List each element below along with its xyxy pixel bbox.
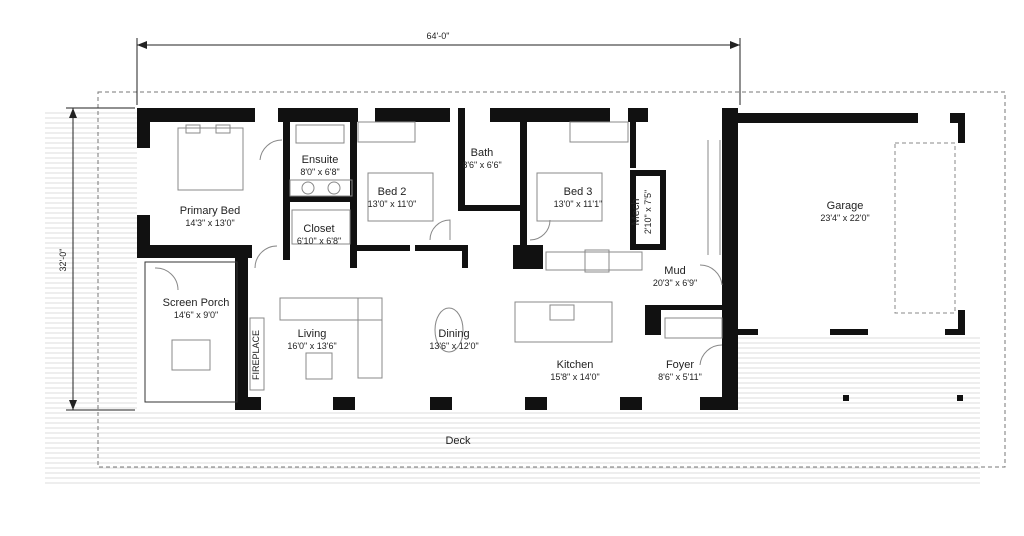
room-name: Mech: [630, 199, 642, 226]
room-name: Ensuite: [302, 154, 339, 166]
fireplace-label: FIREPLACE: [251, 330, 261, 380]
room-size: 8'0" x 6'8": [300, 167, 339, 177]
room-size: 14'6" x 9'0": [174, 310, 218, 320]
depth-dimension-label: 32'-0": [58, 249, 68, 272]
width-dimension-label: 64'-0": [427, 31, 450, 41]
room-size: 8'6" x 5'11": [658, 372, 702, 382]
room-name: Living: [298, 328, 327, 340]
room-name: Closet: [303, 223, 334, 235]
room-size: 20'3" x 6'9": [653, 278, 697, 288]
room-name: Foyer: [666, 359, 694, 371]
depth-dimension: 32'-0": [58, 107, 135, 411]
room-name: Garage: [827, 200, 864, 212]
room-size: 15'8" x 14'0": [550, 372, 599, 382]
room-size: 13'6" x 12'0": [429, 341, 478, 351]
room-size: 8'6" x 6'6": [462, 160, 501, 170]
room-name: Dining: [438, 328, 469, 340]
room-name: Bed 3: [564, 186, 593, 198]
room-size: 13'0" x 11'1": [554, 199, 603, 209]
room-name: Kitchen: [557, 359, 594, 371]
room-name: Bath: [471, 147, 494, 159]
room-size: 16'0" x 13'6": [287, 341, 336, 351]
room-name: Primary Bed: [180, 205, 241, 217]
walls: [137, 108, 965, 410]
width-dimension: 64'-0": [136, 31, 741, 105]
room-name: Screen Porch: [163, 297, 230, 309]
room-name: Bed 2: [378, 186, 407, 198]
room-size: 14'3" x 13'0": [185, 218, 234, 228]
roof-outline: [97, 91, 1006, 468]
room-size: 13'0" x 11'0": [368, 199, 417, 209]
room-size: 2'10" x 7'5": [643, 190, 653, 234]
room-size: 23'4" x 22'0": [820, 213, 869, 223]
deck-label: Deck: [445, 435, 471, 447]
fixtures: [144, 121, 956, 403]
room-size: 6'10" x 6'8": [297, 236, 341, 246]
room-name: Mud: [664, 265, 685, 277]
